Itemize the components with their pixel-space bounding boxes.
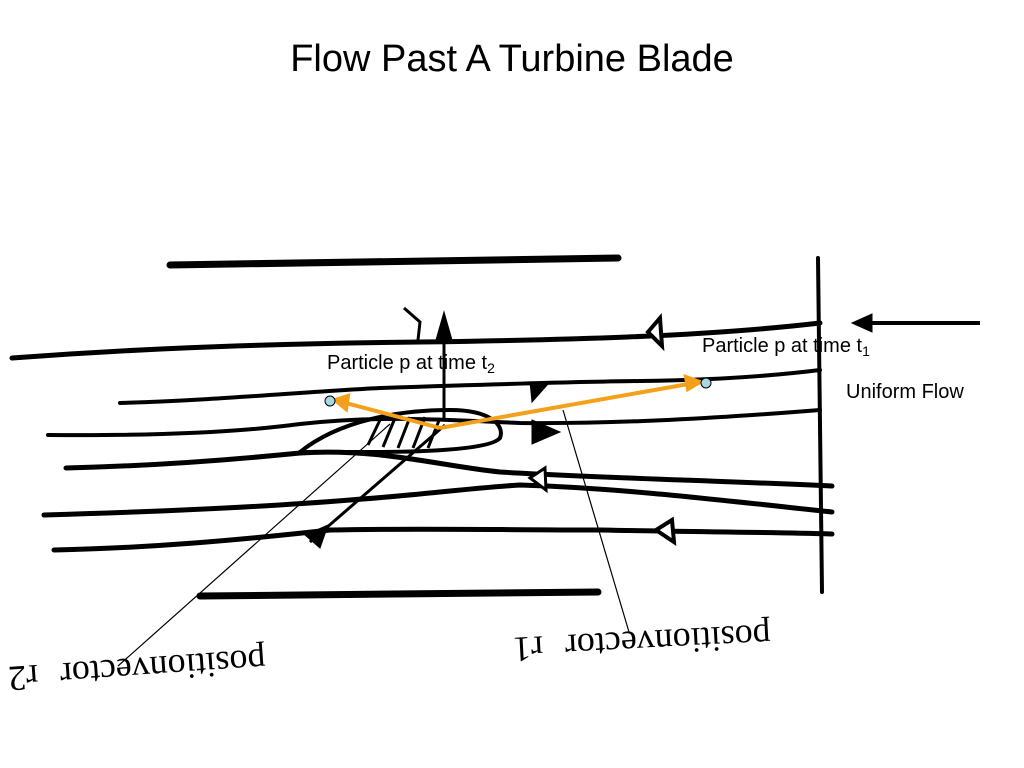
position-vectors: [330, 373, 705, 430]
streamline-6: [51, 526, 835, 553]
position-vector-r2: [341, 400, 441, 430]
streamline-5: [41, 482, 835, 518]
streamline-1: [9, 320, 823, 361]
position-vector-r1: [439, 381, 695, 430]
top-wall: [166, 254, 622, 269]
particle-t2-label: Particle p at time t2: [327, 352, 495, 376]
uniform-flow-arrow: [850, 313, 980, 333]
particle-t2-marker: [324, 395, 336, 407]
leader-lines: [117, 409, 630, 667]
streamlines: [9, 254, 835, 600]
turbine-blade: [294, 407, 503, 455]
uniform-flow-label: Uniform Flow: [846, 381, 964, 403]
particle-t1-marker: [700, 377, 712, 389]
bottom-wall: [196, 588, 602, 600]
streamline-4: [63, 449, 835, 489]
inlet-line: [816, 256, 824, 594]
streamline-2: [118, 368, 822, 405]
streamline-3: [46, 408, 822, 438]
particle-t1-label: Particle p at time t1: [702, 335, 870, 359]
direction-arrows: [304, 306, 677, 549]
slide-title: Flow Past A Turbine Blade: [290, 38, 734, 80]
